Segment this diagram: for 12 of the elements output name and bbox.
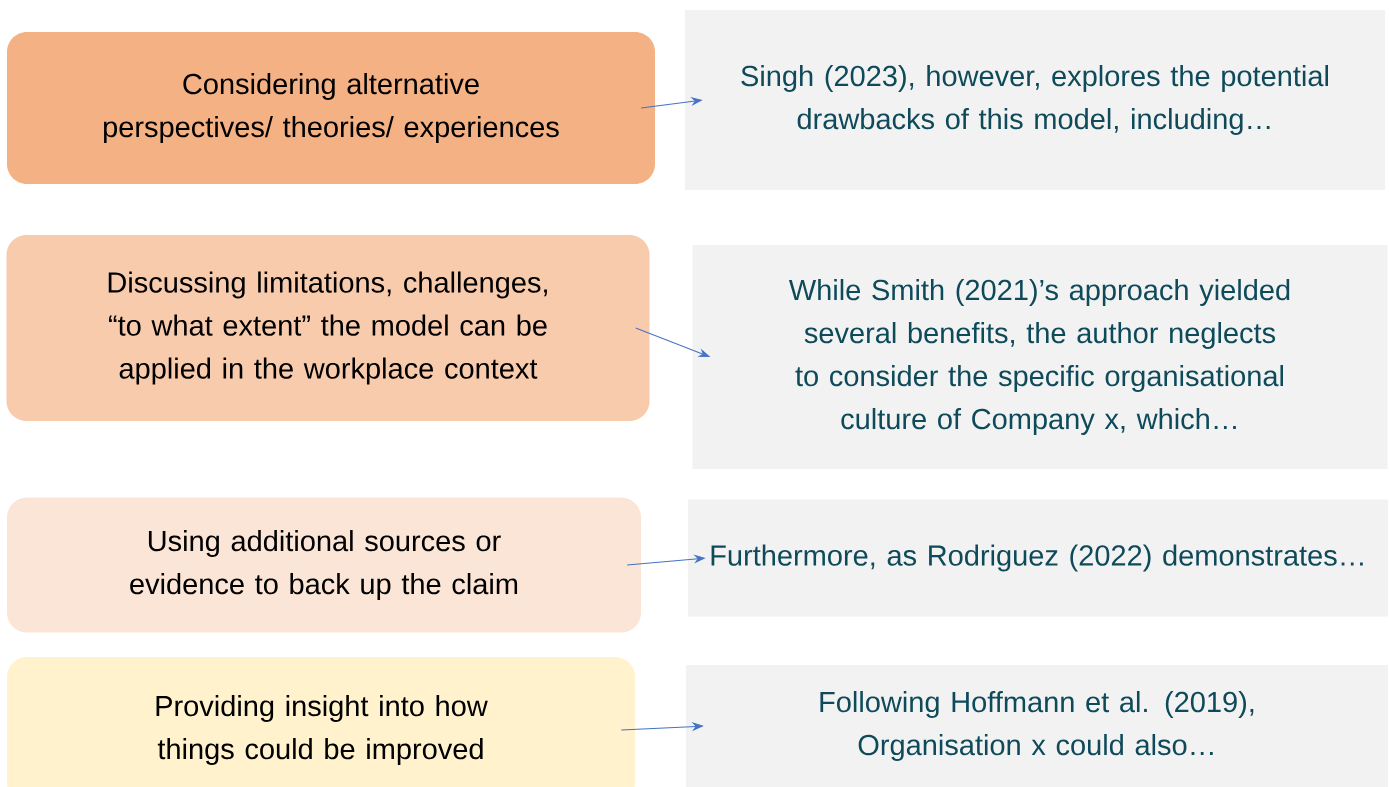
arrow <box>640 97 702 109</box>
arrow <box>620 722 703 731</box>
example-box: While Smith (2021)’s approach yielded several benefits, the author neglects to consider the specific organisational culture of Company x, which… <box>692 245 1388 469</box>
topic-box: Providing insight into how things could be improved <box>7 657 635 787</box>
topic-box: Considering alternative perspectives/ theories/ experiences <box>7 32 655 184</box>
arrow <box>635 327 710 357</box>
example-box: Furthermore, as Rodriguez (2022) demonstrates… <box>688 499 1388 617</box>
example-box: Singh (2023), however, explores the potential drawbacks of this model, including… <box>685 10 1385 190</box>
arrow <box>626 555 705 566</box>
example-box: Following Hoffmann et al. (2019), Organisation x could also… <box>686 665 1388 787</box>
topic-box: Using additional sources or evidence to back up the claim <box>7 497 641 633</box>
topic-box: Discussing limitations, challenges, “to what extent” the model can be applied in the workplace context <box>6 235 650 421</box>
